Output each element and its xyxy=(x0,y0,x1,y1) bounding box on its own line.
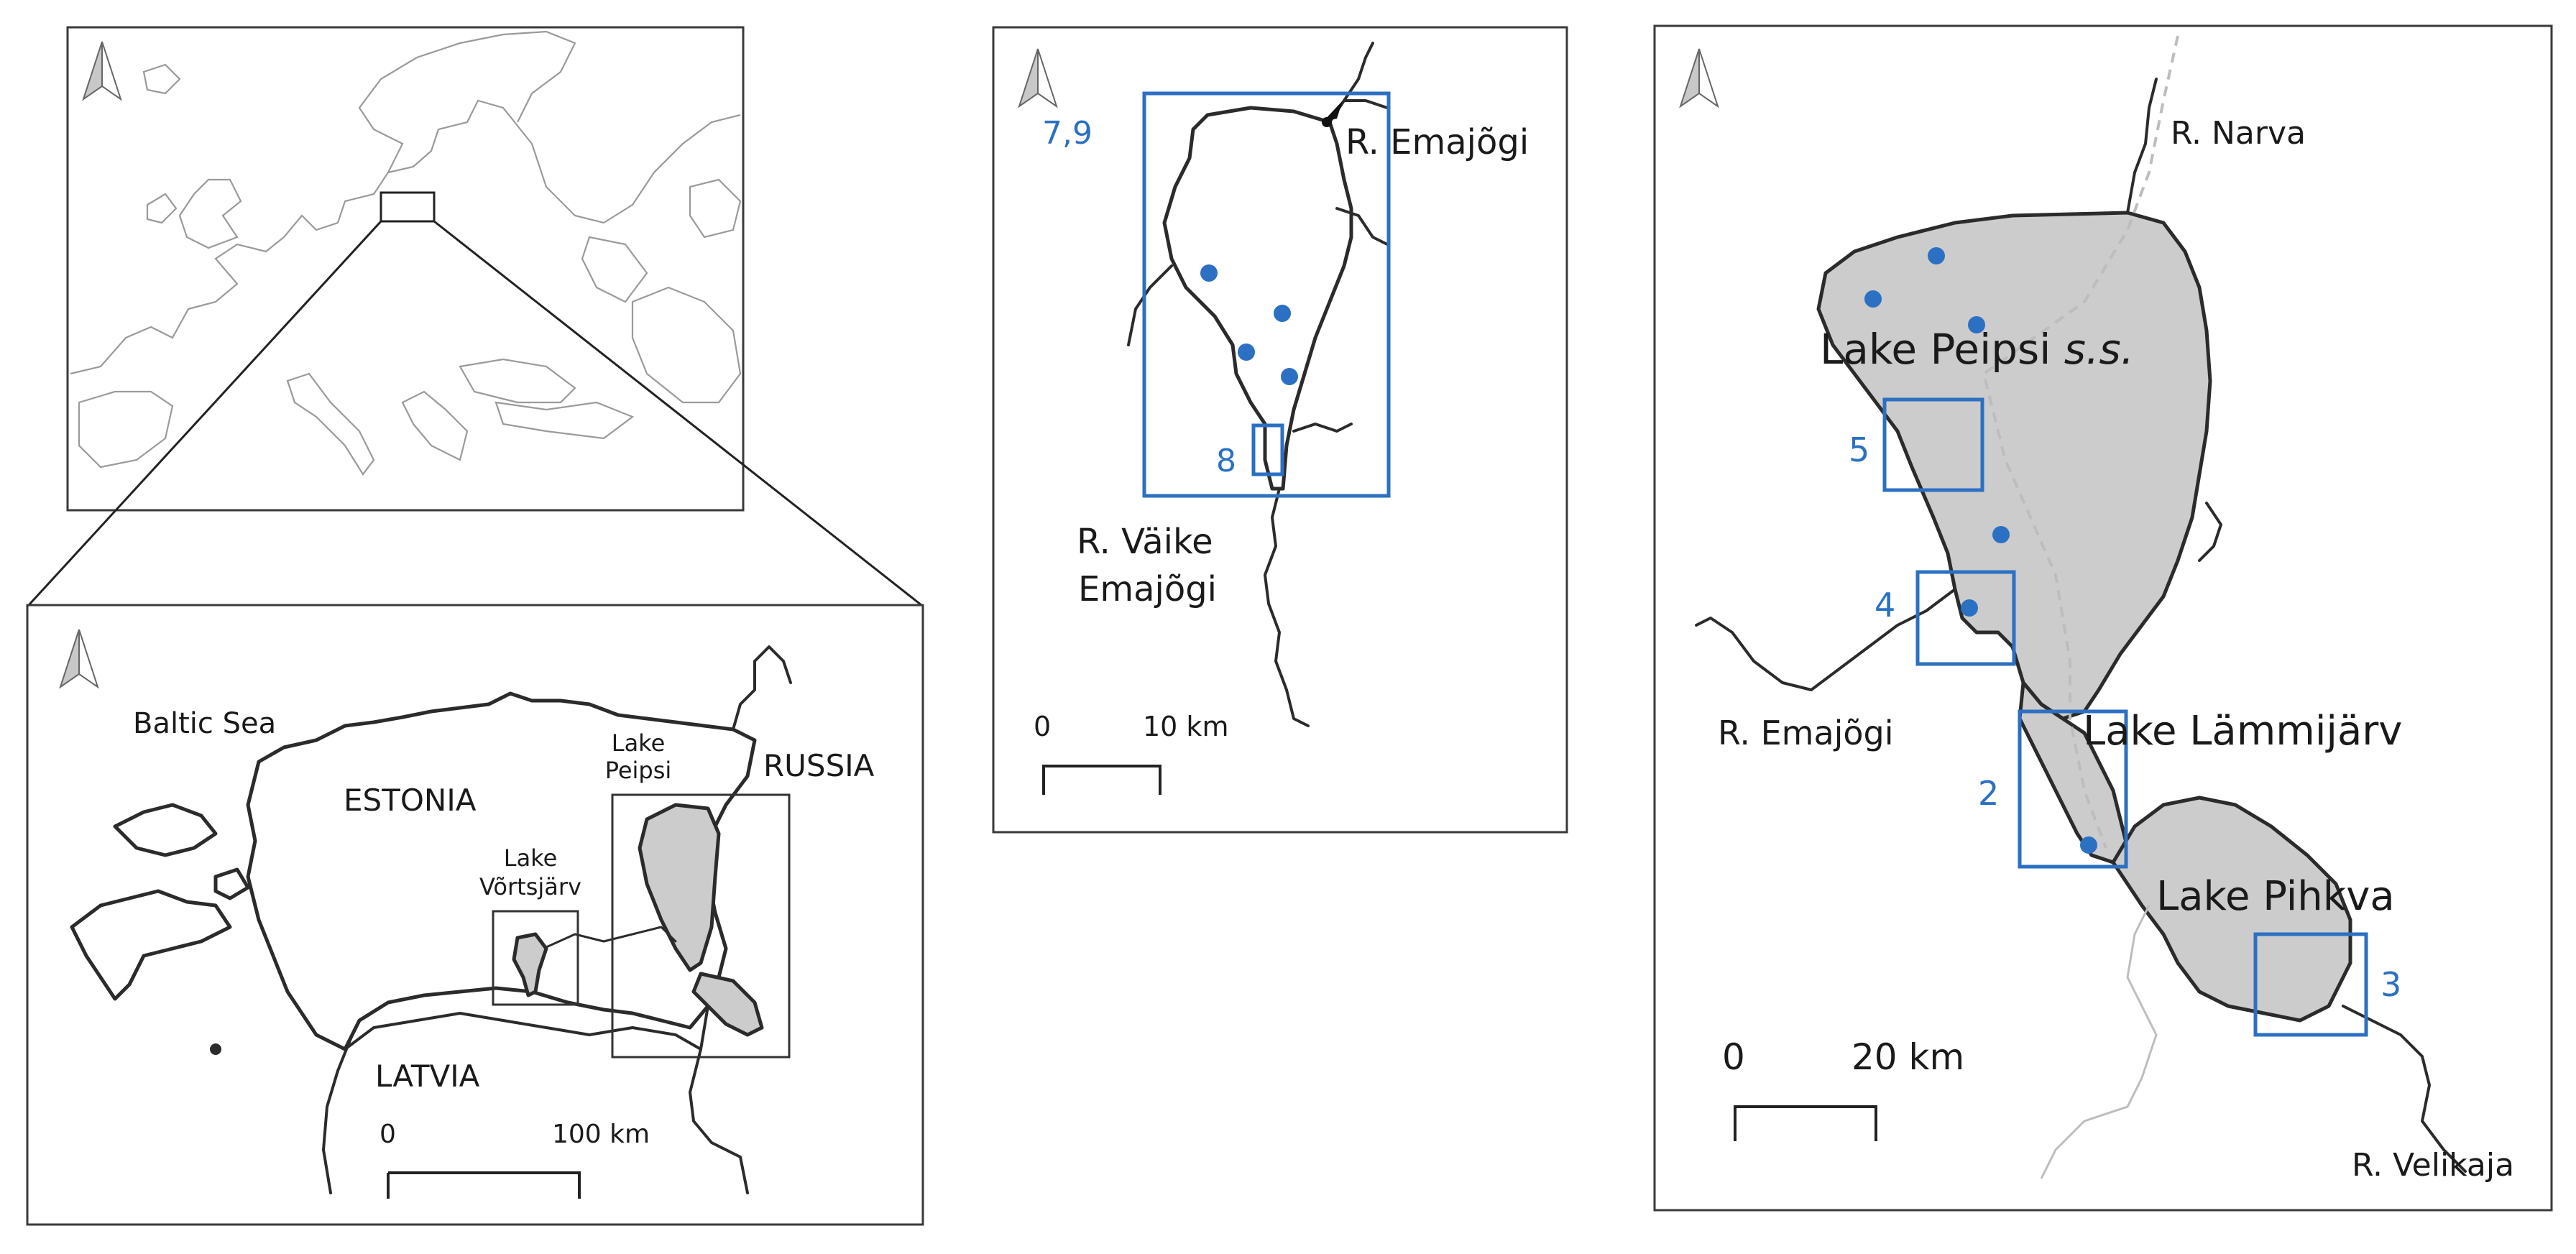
label-r-velikaja: R. Velikaja xyxy=(2352,1147,2514,1184)
label-lake-pihkva: Lake Pihkva xyxy=(2156,873,2395,920)
scale-end-vortsjarv: 10 km xyxy=(1143,711,1228,742)
europe-panel xyxy=(66,26,745,512)
site-box-8 xyxy=(1251,423,1284,476)
southern-border xyxy=(344,1012,702,1051)
site-box-3 xyxy=(2253,932,2368,1037)
site-label-3: 3 xyxy=(2380,965,2401,1004)
river-narva xyxy=(2126,78,2158,214)
label-r-emajogi-peipsi: R. Emajõgi xyxy=(1718,714,1894,752)
river-velikaja xyxy=(2342,1005,2467,1173)
europe-landmass xyxy=(70,30,742,476)
lake-pihkva-shape xyxy=(691,972,764,1037)
site-box-4 xyxy=(1915,570,2016,666)
estonia-inset-box xyxy=(380,191,436,223)
outflow-arrow xyxy=(1322,101,1343,122)
scale-start-peipsi: 0 xyxy=(1722,1036,1745,1078)
label-russia: RUSSIA xyxy=(763,748,875,783)
site-point xyxy=(2080,836,2097,854)
latvia-border xyxy=(322,1033,354,1194)
outflow-point xyxy=(1322,117,1332,127)
inset-connector-left xyxy=(27,220,382,607)
scale-bar-vortsjarv xyxy=(1042,765,1162,795)
label-r-narva: R. Narva xyxy=(2171,115,2306,152)
label-lake-peipsi-text: Lake Peipsi xyxy=(1820,325,2064,374)
peipsi-panel: 5 4 2 3 R. Narva Lake Peipsi s.s. R. Ema… xyxy=(1653,24,2553,1212)
site-point xyxy=(1992,526,2010,543)
label-baltic-sea: Baltic Sea xyxy=(133,707,276,740)
country-border-dashed xyxy=(1982,35,2179,849)
peipsi-inset-box xyxy=(611,793,791,1059)
site-point xyxy=(1968,316,1985,333)
site-point xyxy=(1281,368,1298,385)
emajogi-river xyxy=(545,926,677,949)
label-lake-peipsi-line1: Lake xyxy=(612,729,666,757)
scale-end-estonia: 100 km xyxy=(552,1120,650,1149)
site-box-5 xyxy=(1882,397,1984,492)
site-label-8: 8 xyxy=(1216,443,1236,479)
site-box-7-9 xyxy=(1142,91,1391,498)
label-estonia: ESTONIA xyxy=(344,783,477,818)
site-label-7-9: 7,9 xyxy=(1042,115,1092,152)
site-point xyxy=(1238,344,1255,361)
lake-peipsi-ss-shape xyxy=(1816,211,2212,721)
site-label-5: 5 xyxy=(1849,430,1869,469)
lake-peipsi-shape xyxy=(638,803,721,972)
lake-pihkva-shape xyxy=(2111,796,2352,1023)
estonia-coastline xyxy=(246,691,757,1051)
label-lake-lammijarv: Lake Lämmijärv xyxy=(2083,708,2402,755)
river-emajogi-peipsi xyxy=(1695,588,1956,691)
label-latvia: LATVIA xyxy=(375,1059,480,1094)
border-south xyxy=(2040,905,2158,1179)
site-point xyxy=(1961,599,1978,617)
label-r-vaike-line1: R. Väike xyxy=(1077,522,1213,562)
scale-bar-estonia xyxy=(387,1171,581,1199)
label-lake-peipsi-line2: Peipsi xyxy=(605,757,672,784)
ruhnu-island xyxy=(210,1043,221,1055)
lake-vortsjarv-shape xyxy=(512,932,548,997)
scale-end-peipsi: 20 km xyxy=(1852,1036,1964,1078)
label-r-emajogi: R. Emajõgi xyxy=(1346,122,1529,162)
site-point xyxy=(1864,290,1882,308)
label-r-vaike-line2: Emajõgi xyxy=(1078,569,1217,609)
label-lake-peipsi-ss: Lake Peipsi s.s. xyxy=(1820,325,2134,374)
vortsjarv-panel: 7,9 8 R. Emajõgi R. Väike Emajõgi 0 10 k… xyxy=(992,26,1568,834)
site-label-4: 4 xyxy=(1874,586,1895,624)
europe-frame xyxy=(66,26,745,512)
site-point xyxy=(1928,247,1945,264)
label-lake-vortsjarv-line2: Võrtsjärv xyxy=(479,873,581,900)
scale-bar-peipsi xyxy=(1734,1105,1877,1141)
hiiumaa-island xyxy=(113,803,218,857)
river-tributary-south xyxy=(1292,423,1353,433)
label-lake-vortsjarv-line1: Lake xyxy=(504,844,558,872)
muhu-island xyxy=(213,867,250,900)
estonia-frame xyxy=(26,604,924,1226)
site-point xyxy=(1274,305,1291,322)
river-tributary-east xyxy=(1335,207,1389,246)
site-label-2: 2 xyxy=(1978,774,1999,813)
estonia-panel: Baltic Sea ESTONIA RUSSIA LATVIA Lake Pe… xyxy=(26,604,924,1226)
saaremaa-island xyxy=(70,889,232,1001)
site-box-2 xyxy=(2018,709,2128,869)
inset-connector-right xyxy=(433,220,922,607)
label-ss: s.s. xyxy=(2064,325,2134,374)
scale-start-estonia: 0 xyxy=(380,1120,396,1149)
river-vaike-emajogi xyxy=(1264,487,1310,727)
site-point xyxy=(1200,264,1218,282)
vortsjarv-inset-box xyxy=(492,910,579,1006)
lake-vortsjarv-outline xyxy=(1162,106,1353,491)
river-east-tributary xyxy=(2198,502,2222,562)
scale-start-vortsjarv: 0 xyxy=(1034,711,1051,742)
